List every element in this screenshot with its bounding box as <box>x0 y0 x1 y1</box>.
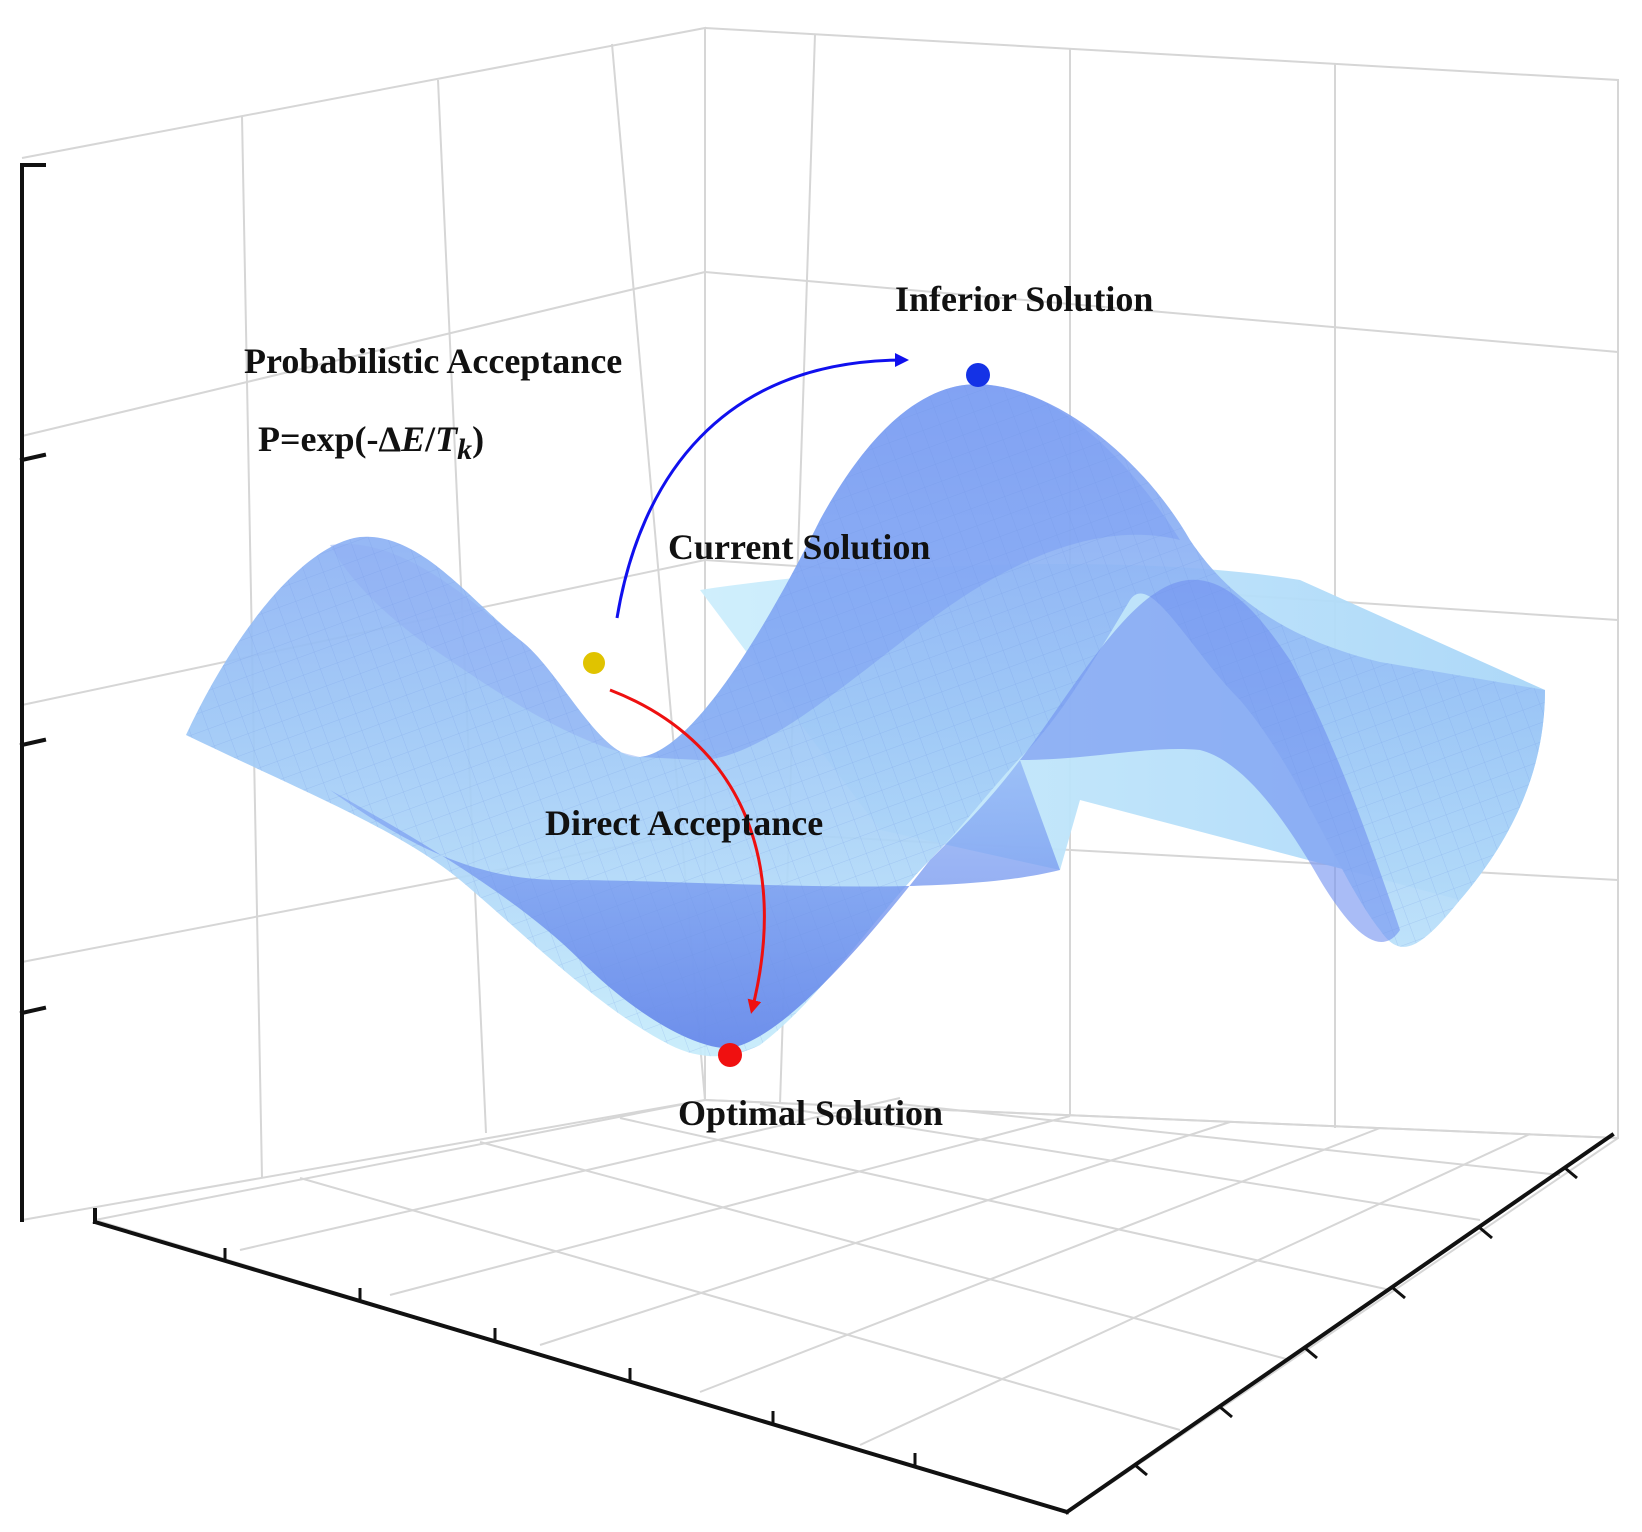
probabilistic-acceptance-label: Probabilistic Acceptance <box>244 341 623 381</box>
current-solution-label: Current Solution <box>668 527 931 567</box>
optimal-solution-label: Optimal Solution <box>678 1093 944 1133</box>
energy-surface <box>186 384 1545 1057</box>
formula-close: ) <box>472 419 485 459</box>
formula-prefix: P=exp(-Δ <box>258 419 402 459</box>
inferior-solution-label: Inferior Solution <box>895 279 1154 319</box>
acceptance-probability-formula: P=exp(-ΔE/Tk) <box>258 418 484 467</box>
axis-ticks <box>223 1166 1578 1477</box>
inferior-solution-point <box>966 363 990 387</box>
formula-t: T <box>435 419 458 459</box>
axes <box>19 163 1615 1515</box>
formula-k: k <box>457 433 473 466</box>
formula-e: E <box>401 419 426 459</box>
direct-acceptance-label: Direct Acceptance <box>545 803 824 843</box>
optimal-solution-point <box>718 1043 742 1067</box>
probabilistic-acceptance-arrow <box>615 353 909 619</box>
current-solution-point <box>581 650 607 676</box>
direct-acceptance-arrow <box>609 688 766 1014</box>
formula-slash: / <box>425 419 436 459</box>
